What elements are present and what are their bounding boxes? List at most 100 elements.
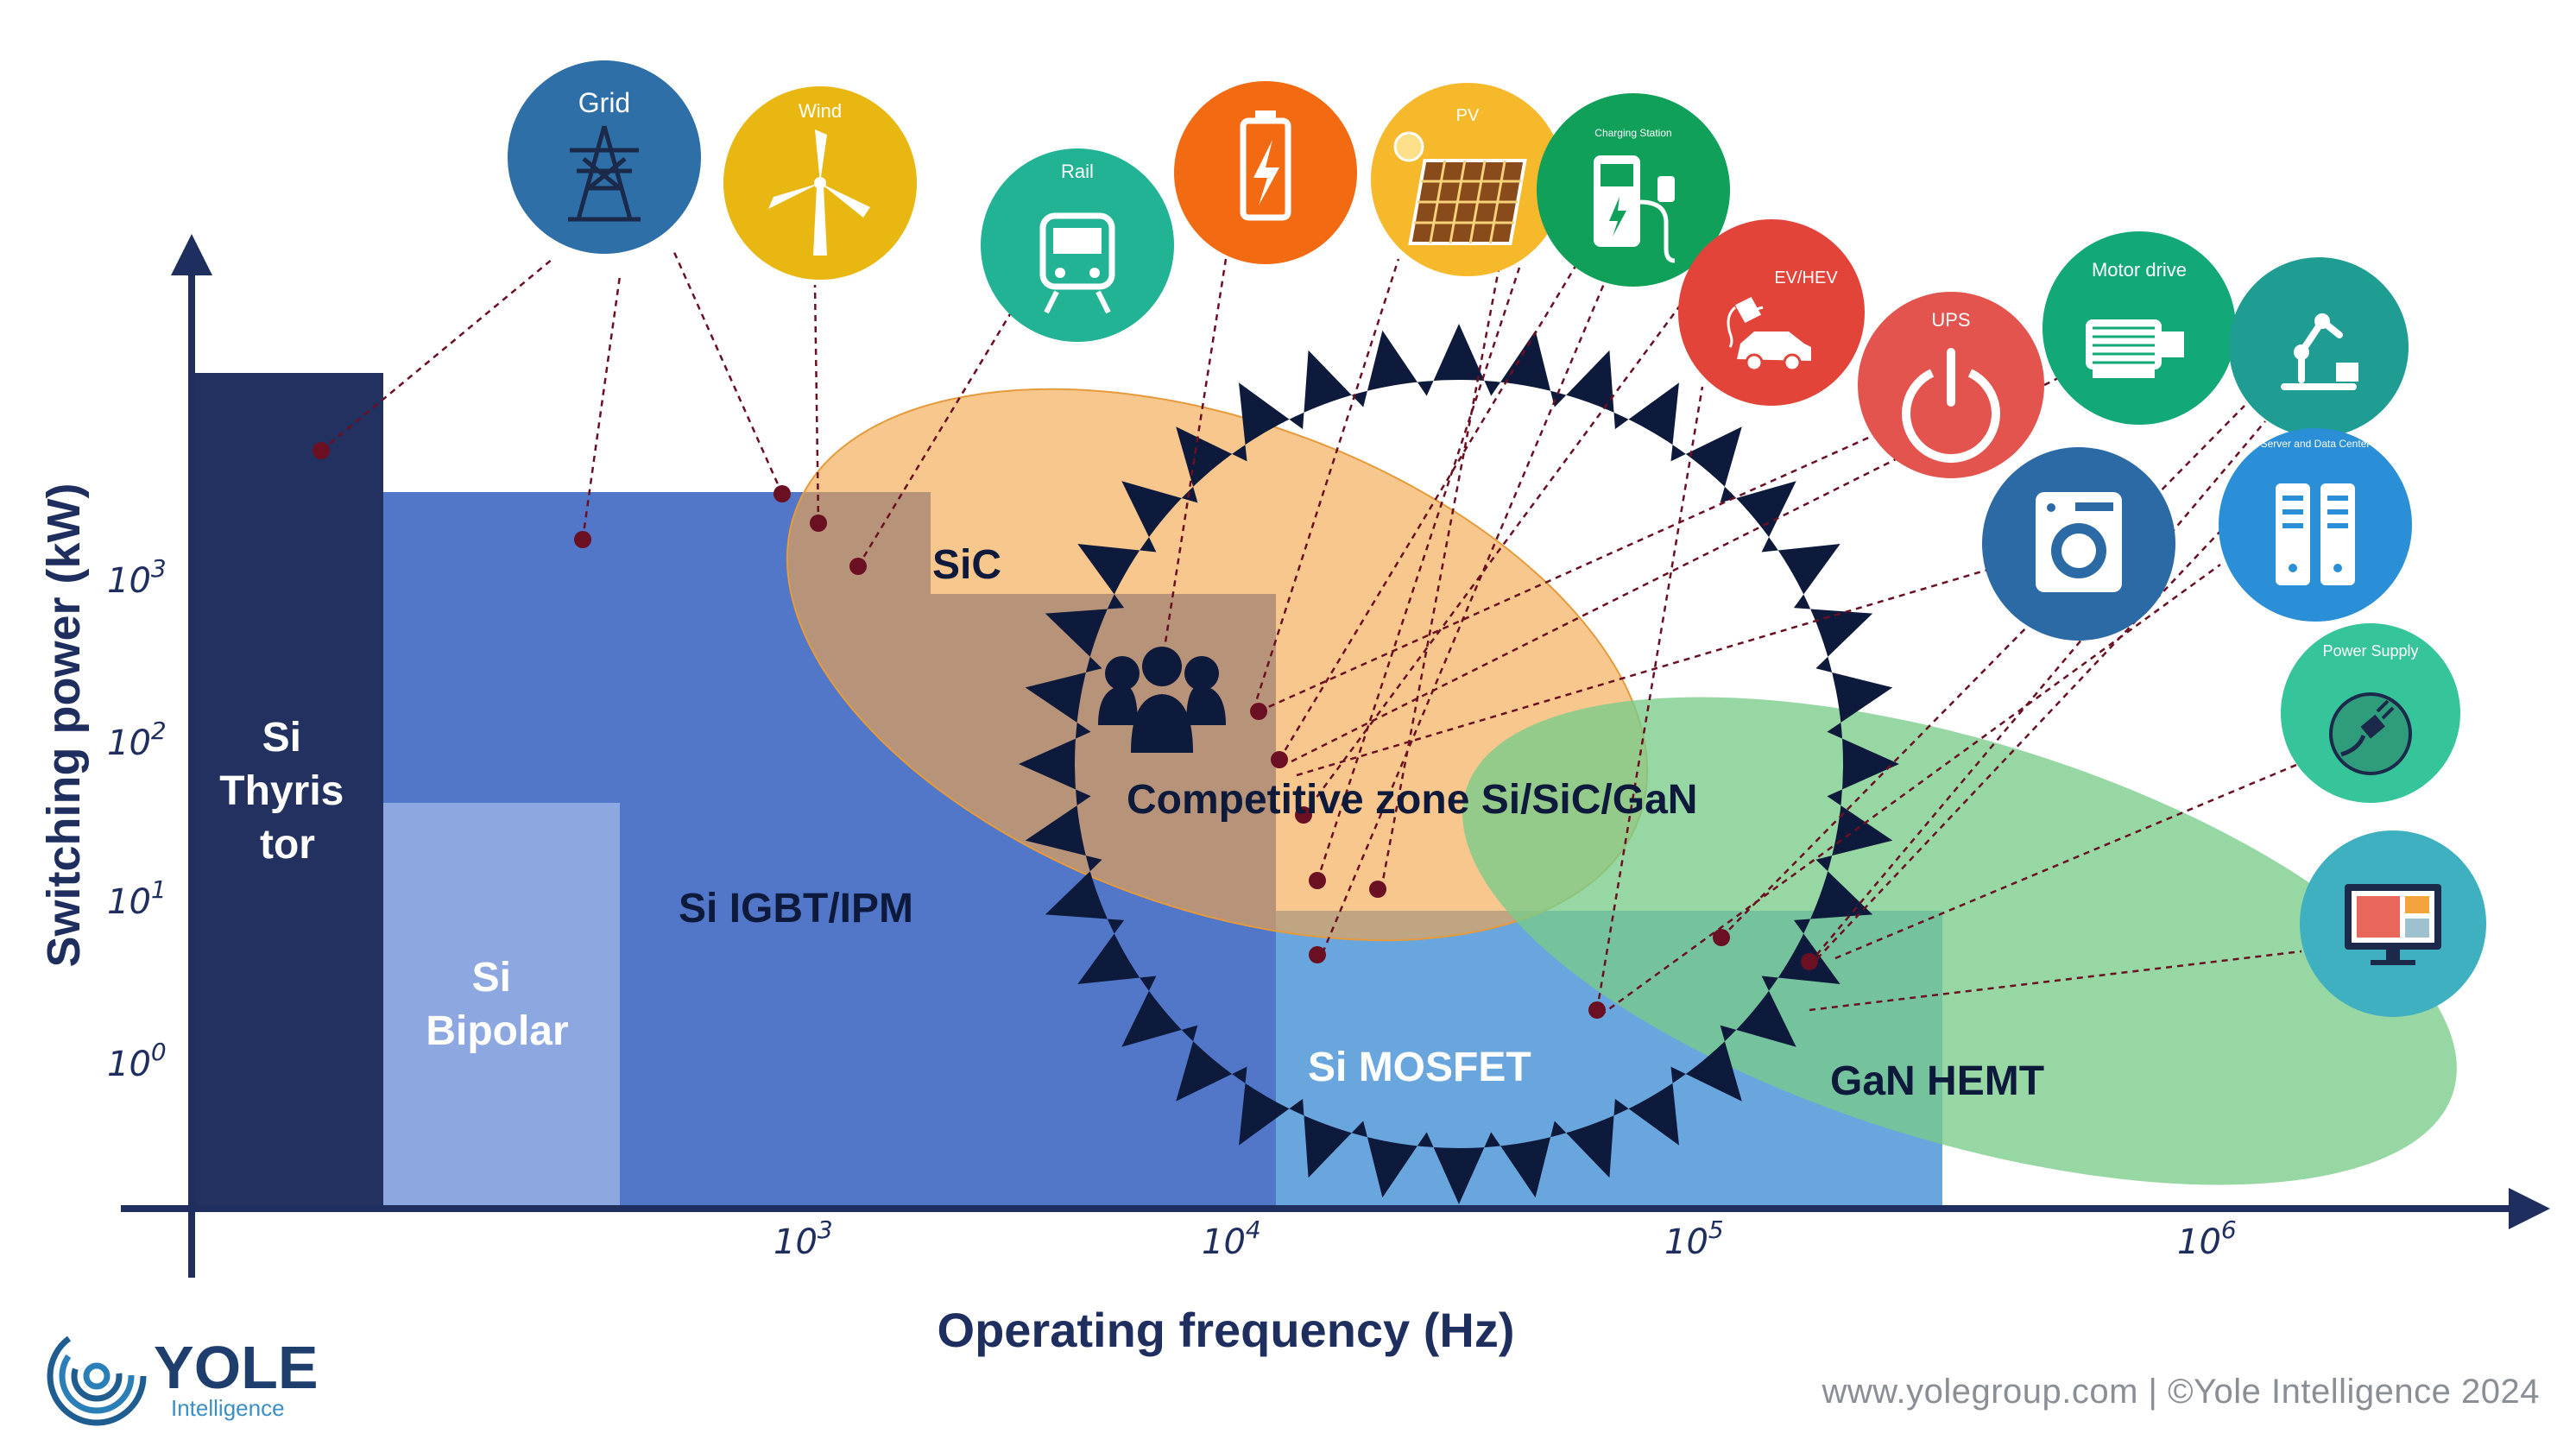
app-circle	[2229, 257, 2409, 437]
y-tick-label: 102	[107, 717, 167, 763]
label-si-mosfet: Si MOSFET	[1308, 1045, 1531, 1090]
label-si-igbt: Si IGBT/IPM	[679, 886, 913, 931]
y-axis-title: Switching power (kW)	[38, 483, 90, 968]
connection-dots	[313, 442, 1818, 1019]
app-ev: EV/HEV	[1678, 219, 1865, 406]
connector-line	[1321, 279, 1607, 954]
motor-icon	[2086, 319, 2184, 378]
y-tick-labels: 100 101 102 103	[107, 554, 167, 1084]
app-label: Rail	[1061, 161, 1094, 182]
x-tick-label: 104	[1202, 1216, 1261, 1262]
app-label: Server and Data Center	[2261, 438, 2371, 450]
app-label: Power Supply	[2322, 642, 2418, 660]
connection-dot	[1588, 1001, 1606, 1019]
connector-line	[1834, 755, 2318, 960]
x-tick-label: 105	[1664, 1216, 1724, 1262]
server-icon	[2276, 483, 2355, 585]
x-axis-title: Operating frequency (Hz)	[938, 1303, 1515, 1357]
connection-dot	[1295, 806, 1312, 824]
transmission-tower-icon	[568, 125, 641, 222]
connector-line	[1809, 950, 2302, 1012]
connector-line	[856, 305, 1017, 567]
connection-dot	[810, 515, 827, 532]
app-grid: Grid	[508, 60, 701, 254]
connector-line	[1809, 512, 2238, 968]
footer-copyright: www.yolegroup.com | ©Yole Intelligence 2…	[1822, 1373, 2540, 1411]
app-circle	[508, 60, 701, 254]
power-plug-icon	[2329, 692, 2412, 775]
solar-panel-icon	[1393, 131, 1527, 245]
y-tick-label: 100	[107, 1038, 167, 1084]
app-pv: PV	[1371, 83, 1564, 276]
region-gan-hemt	[1462, 697, 2457, 1185]
battery-icon	[1240, 111, 1291, 221]
app-label: Charging Station	[1594, 127, 1671, 139]
power-icon	[1902, 348, 2000, 464]
connection-dot	[574, 531, 591, 548]
car-plug-icon	[1727, 297, 1811, 372]
x-tick-label: 103	[773, 1216, 833, 1262]
connector-line	[320, 258, 553, 451]
connector-line	[1296, 565, 2000, 777]
app-circle	[1678, 219, 1865, 406]
connection-dot	[773, 485, 791, 502]
label-si-bipolar: Si Bipolar	[426, 955, 568, 1054]
region-si-bipolar	[383, 803, 620, 1209]
monitor-icon	[2345, 884, 2441, 965]
brand-name: YOLE	[154, 1334, 319, 1401]
robot-arm-icon	[2281, 313, 2358, 390]
app-label: PV	[1456, 106, 1480, 125]
washing-machine-icon	[2036, 492, 2122, 592]
connection-dot	[1369, 881, 1386, 898]
charging-station-icon	[1594, 155, 1676, 263]
app-rail: Rail	[981, 148, 1174, 342]
connector-line	[1159, 258, 1228, 676]
connector-line	[1600, 563, 2221, 1017]
label-sic: SiC	[932, 542, 1001, 588]
app-wind: Wind	[723, 86, 917, 280]
connector-line	[1252, 258, 1400, 710]
connection-dot	[849, 558, 867, 575]
connection-dot	[1309, 872, 1326, 889]
wind-turbine-icon	[768, 129, 870, 256]
connection-dot	[1713, 929, 1730, 946]
app-server: Server and Data Center	[2219, 428, 2412, 622]
app-label: Grid	[578, 87, 630, 118]
app-battery	[1174, 81, 1357, 264]
app-label: EV/HEV	[1774, 268, 1838, 287]
app-label: UPS	[1931, 309, 1970, 331]
app-charging: Charging Station	[1537, 93, 1730, 287]
connection-dot	[1309, 946, 1326, 963]
yole-swirl-icon	[47, 1326, 147, 1426]
y-tick-label: 103	[107, 554, 167, 601]
connection-dot	[1801, 953, 1818, 970]
app-ups: UPS	[1858, 292, 2044, 478]
app-power-supply: Power Supply	[2281, 623, 2460, 803]
y-tick-label: 101	[107, 875, 167, 922]
region-si-thyristor	[192, 373, 383, 1209]
brand-sub: Intelligence	[171, 1395, 285, 1421]
app-motor: Motor drive	[2042, 231, 2236, 425]
connector-line	[1809, 420, 2266, 964]
app-label: Motor drive	[2092, 259, 2187, 281]
connector-line	[1595, 386, 1704, 1011]
app-computer	[2300, 830, 2486, 1017]
yole-logo: YOLE Intelligence	[47, 1326, 319, 1426]
app-circle	[2219, 428, 2412, 622]
train-icon	[1039, 212, 1115, 314]
connection-dot	[313, 442, 330, 459]
app-washer	[1982, 447, 2175, 641]
app-label: Wind	[799, 100, 842, 122]
app-robot	[2229, 257, 2409, 437]
connector-line	[1258, 430, 1883, 713]
x-tick-label: 106	[2177, 1216, 2237, 1262]
connection-dot	[1271, 751, 1288, 768]
connector-line	[1380, 268, 1500, 890]
label-gan-hemt: GaN HEMT	[1830, 1058, 2044, 1104]
connector-line	[1278, 258, 1582, 761]
label-si-thyristor: Si Thyris tor	[219, 715, 355, 868]
people-group-icon	[1098, 647, 1226, 753]
connector-line	[672, 249, 784, 495]
